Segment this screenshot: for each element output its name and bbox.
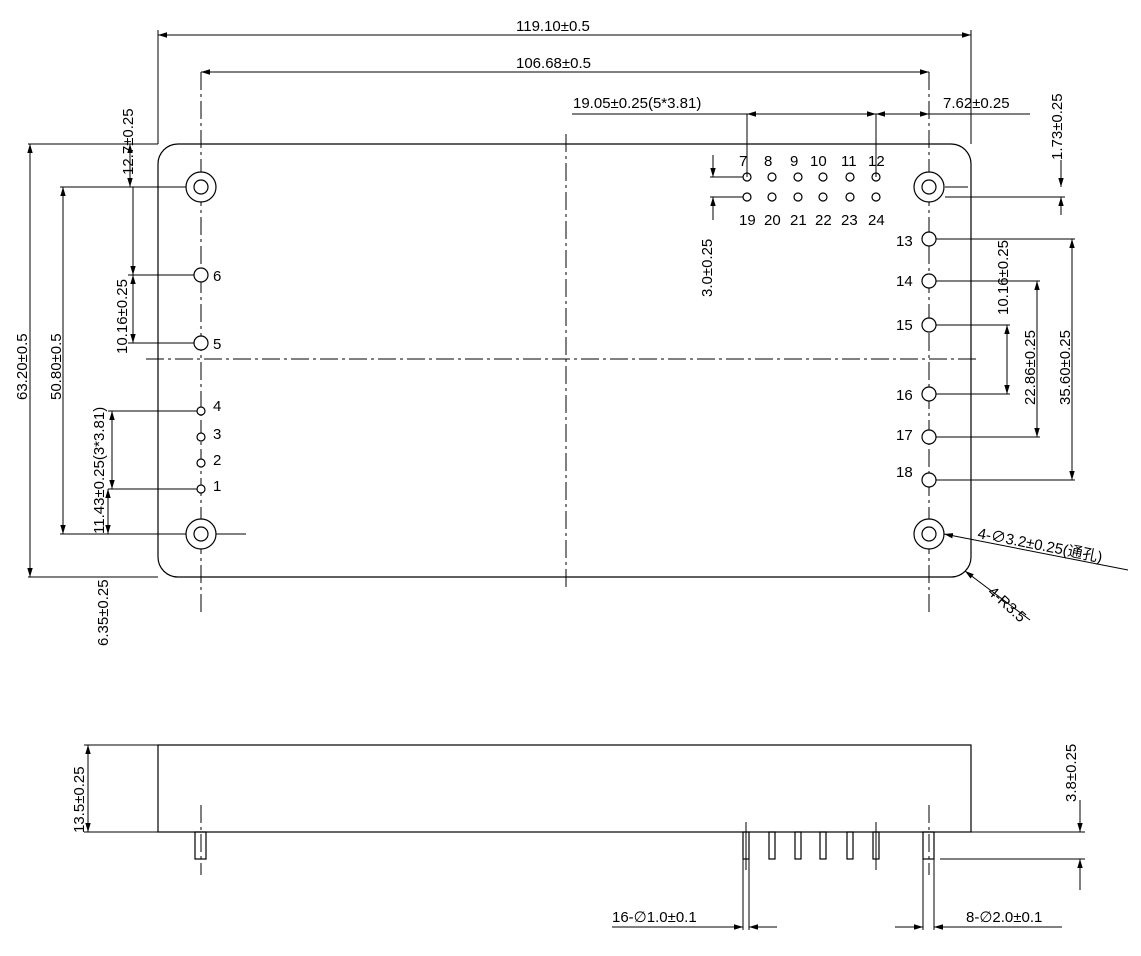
dim-mount-hole-span-y: 50.80±0.5 <box>48 333 65 400</box>
dim-pin-pitch-left: 10.16±0.25 <box>114 279 131 354</box>
pin-label-22: 22 <box>815 212 832 229</box>
pin-24 <box>871 192 881 202</box>
pin-label-3: 3 <box>213 426 221 443</box>
pin-17 <box>921 429 937 445</box>
pin-label-20: 20 <box>764 212 781 229</box>
pin-label-24: 24 <box>868 212 885 229</box>
dim-right-span-1: 22.86±0.25 <box>1022 330 1039 405</box>
pin-22 <box>818 192 828 202</box>
pin-10 <box>818 172 828 182</box>
pin-20 <box>767 192 777 202</box>
pin-label-10: 10 <box>810 153 827 170</box>
pin-11 <box>845 172 855 182</box>
callout-mount-hole: 4-∅3.2±0.25(通孔) <box>976 525 1104 566</box>
mounting-hole-bottom-right <box>913 518 945 550</box>
side-pin-small-2 <box>768 831 776 860</box>
side-pin-small-5 <box>846 831 854 860</box>
pin-label-18: 18 <box>896 464 913 481</box>
dim-signal-pin-span: 11.43±0.25(3*3.81) <box>91 407 108 534</box>
dim-pin-to-hole-x: 7.62±0.25 <box>943 95 1010 112</box>
pin-2 <box>196 458 206 468</box>
pin-label-14: 14 <box>896 273 913 290</box>
side-view: 13.5±0.25 3.8±0.25 16-∅1.0±0.1 8-∅2.0±0.… <box>71 744 1085 930</box>
dim-overall-width: 63.20±0.5 <box>14 333 31 400</box>
pin-4 <box>196 406 206 416</box>
pin-15 <box>921 317 937 333</box>
pin-label-6: 6 <box>213 268 221 285</box>
dim-pin-row-span: 19.05±0.25(5*3.81) <box>573 95 701 112</box>
top-view: 7 8 9 10 11 12 19 20 21 22 23 24 6 5 4 3… <box>14 18 1129 646</box>
dim-bottom-offset: 6.35±0.25 <box>95 579 112 646</box>
pin-3 <box>196 432 206 442</box>
pin-1 <box>196 484 206 494</box>
callout-corner-radius: 4-R3.5 <box>984 583 1029 626</box>
pin-label-2: 2 <box>213 452 221 469</box>
side-pin-small-4 <box>819 831 827 860</box>
dim-row-pitch: 3.0±0.25 <box>699 239 716 297</box>
dim-right-span-2: 35.60±0.25 <box>1057 330 1074 405</box>
pin-label-5: 5 <box>213 336 221 353</box>
side-body <box>157 744 972 833</box>
pin-label-21: 21 <box>790 212 807 229</box>
pin-label-9: 9 <box>790 153 798 170</box>
dim-mount-hole-span-x: 106.68±0.5 <box>516 55 591 72</box>
pin-5 <box>193 335 209 351</box>
pin-label-23: 23 <box>841 212 858 229</box>
pin-label-11: 11 <box>841 153 857 170</box>
pin-9 <box>793 172 803 182</box>
dim-large-pins: 8-∅2.0±0.1 <box>966 909 1042 926</box>
mounting-hole-top-left <box>185 171 217 203</box>
dim-side-height: 13.5±0.25 <box>71 766 88 833</box>
dim-row-offset-right: 1.73±0.25 <box>1049 93 1066 160</box>
pin-19 <box>742 192 752 202</box>
pin-label-16: 16 <box>896 387 913 404</box>
pin-14 <box>921 273 937 289</box>
dim-pin-pitch-right: 10.16±0.25 <box>995 240 1012 315</box>
pin-label-8: 8 <box>764 153 772 170</box>
side-pin-small-3 <box>794 831 802 860</box>
board-outline <box>157 143 972 578</box>
mounting-hole-top-right <box>913 171 945 203</box>
dim-pin-length: 3.8±0.25 <box>1063 744 1080 802</box>
dim-overall-length: 119.10±0.5 <box>516 18 590 35</box>
pin-16 <box>921 386 937 402</box>
pin-13 <box>921 231 937 247</box>
pin-6 <box>193 267 209 283</box>
pin-label-1: 1 <box>213 478 221 495</box>
pin-label-19: 19 <box>739 212 756 229</box>
dim-hole-inset-top: 12.7±0.25 <box>120 108 137 175</box>
mounting-hole-bottom-left <box>185 518 217 550</box>
pin-8 <box>767 172 777 182</box>
pin-18 <box>921 472 937 488</box>
pin-label-7: 7 <box>739 153 747 170</box>
pin-21 <box>793 192 803 202</box>
pin-label-13: 13 <box>896 233 913 250</box>
pin-23 <box>845 192 855 202</box>
pin-label-17: 17 <box>896 427 913 444</box>
pin-label-4: 4 <box>213 398 221 415</box>
pin-label-15: 15 <box>896 317 913 334</box>
dim-small-pins: 16-∅1.0±0.1 <box>612 909 697 926</box>
